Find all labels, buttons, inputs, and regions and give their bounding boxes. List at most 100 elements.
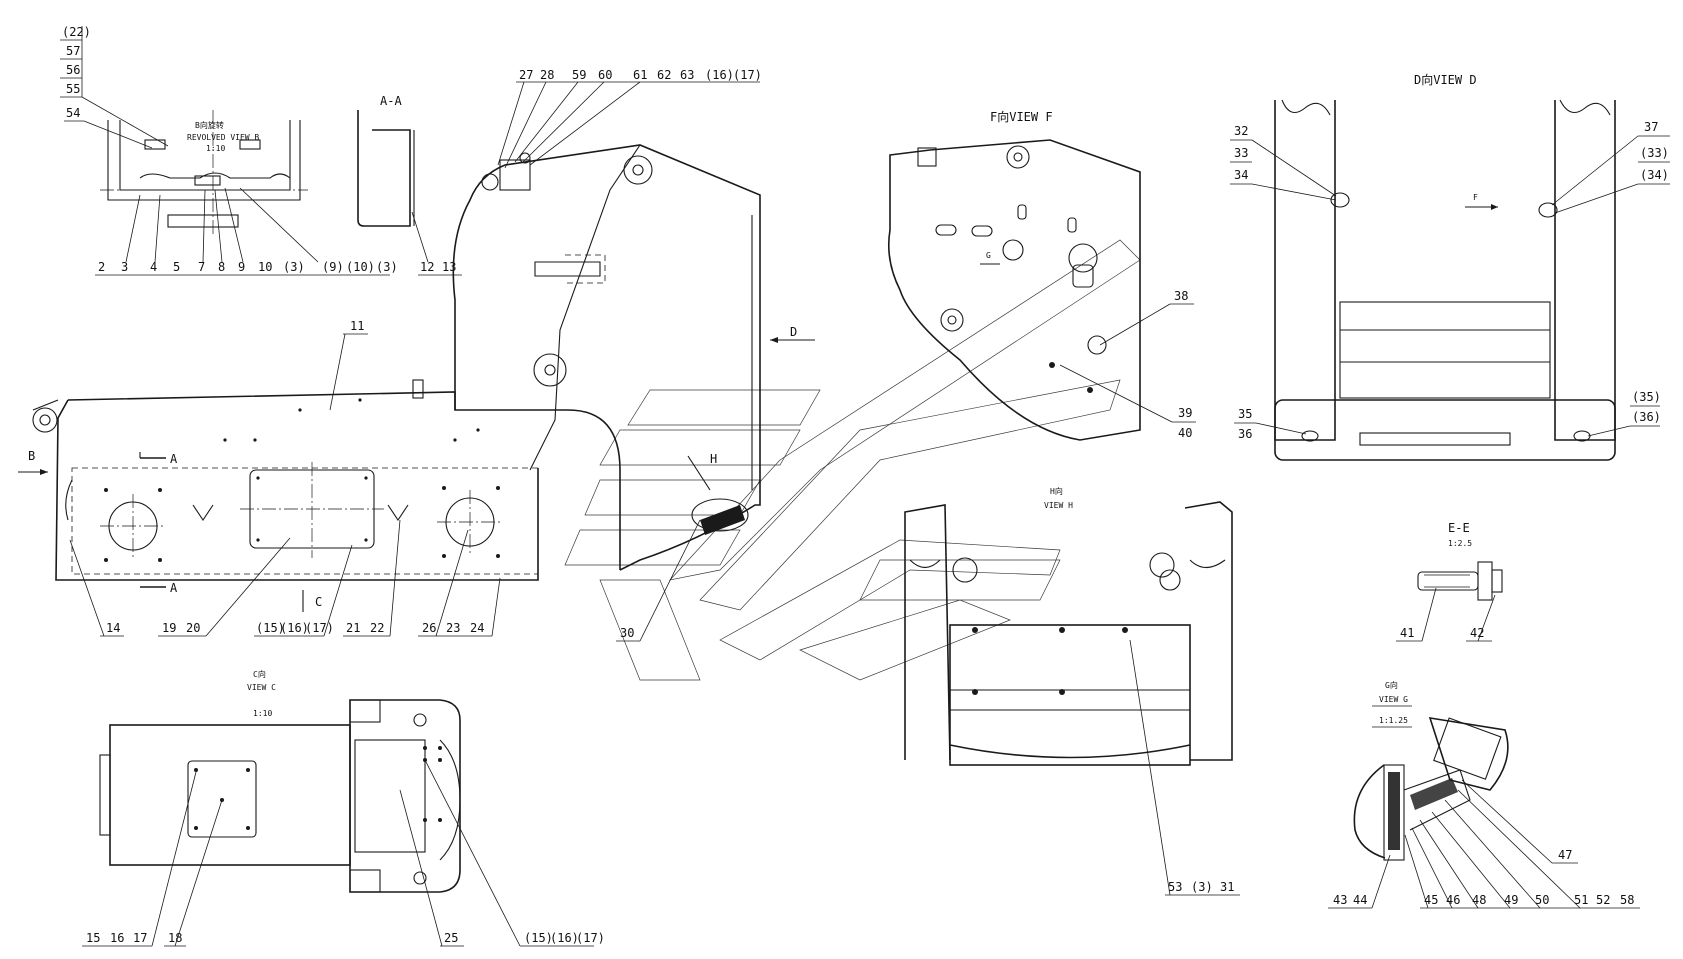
lifting-eye (32, 407, 58, 433)
callout-30: 30 (620, 626, 634, 640)
ee-flange (1477, 561, 1493, 601)
callout-36: 36 (1238, 427, 1252, 441)
callout-7: 7 (198, 260, 205, 274)
section-aa-title: A-A (380, 94, 402, 108)
view-d-left-post (1274, 100, 1336, 441)
callout-3p: (3) (376, 260, 398, 274)
view-d: D向VIEW D F 32 33 34 37 (33) (34) (1230, 72, 1670, 461)
view-h-right-post (1184, 501, 1233, 761)
callout-48: 48 (1472, 893, 1486, 907)
view-arrow-b-label: B (28, 449, 35, 463)
callout-32: 32 (1234, 124, 1248, 138)
callout-54: 54 (66, 106, 80, 120)
bracket-right (387, 504, 409, 521)
view-h-left-post (904, 504, 951, 761)
section-e-e: E-E 1:2.5 41 42 (1396, 521, 1503, 642)
callout-44: 44 (1353, 893, 1367, 907)
callout-16c: (16) (550, 931, 579, 945)
callout-56: 56 (66, 63, 80, 77)
callout-10: 10 (258, 260, 272, 274)
section-ee-title: E-E (1448, 521, 1470, 535)
view-c-access-plate (187, 760, 257, 838)
callout-11-group: 11 (329, 319, 368, 411)
callout-31: 31 (1220, 880, 1234, 894)
callout-45: 45 (1424, 893, 1438, 907)
view-f-title: F向VIEW F (990, 109, 1053, 124)
tall-bracket: D H (452, 144, 815, 571)
callout-11: 11 (350, 319, 364, 333)
callout-3h: (3) (1191, 880, 1213, 894)
view-g-title-cn: G向 (1385, 680, 1398, 690)
background-chevron-watermark (564, 239, 1141, 681)
view-h-title-cn: H向 (1050, 486, 1063, 496)
callout-9: 9 (238, 260, 245, 274)
callout-16: (16) (705, 68, 734, 82)
callout-53: 53 (1168, 880, 1182, 894)
view-c-title-cn: C向 (253, 669, 266, 679)
callout-16p: (16) (280, 621, 309, 635)
view-d-title: D向VIEW D (1414, 72, 1477, 87)
callout-59: 59 (572, 68, 586, 82)
callout-5: 5 (173, 260, 180, 274)
callout-22: (22) (62, 25, 91, 39)
callout-20: 20 (186, 621, 200, 635)
callout-47: 47 (1558, 848, 1572, 862)
view-b-curve (139, 172, 291, 179)
callout-28: 28 (540, 68, 554, 82)
callout-61: 61 (633, 68, 647, 82)
callout-15p: (15) (256, 621, 285, 635)
view-b-scale: 1:10 (206, 144, 225, 153)
callout-19: 19 (162, 621, 176, 635)
callout-55: 55 (66, 82, 80, 96)
callout-58: 58 (1620, 893, 1634, 907)
callout-40: 40 (1178, 426, 1192, 440)
view-c-head (349, 699, 461, 893)
view-c-frame (109, 724, 351, 866)
callout-2: 2 (98, 260, 105, 274)
callout-27: 27 (519, 68, 533, 82)
view-b-inner (119, 120, 291, 191)
view-arrow-g-label: G (986, 251, 991, 260)
callout-52: 52 (1596, 893, 1610, 907)
view-h-title-en: VIEW H (1044, 501, 1073, 510)
callout-51: 51 (1574, 893, 1588, 907)
callout-42: 42 (1470, 626, 1484, 640)
callout-9p: (9) (322, 260, 344, 274)
callout-3b: (3) (283, 260, 305, 274)
view-g: G向 VIEW G 1:1.25 47 43 44 45 46 48 49 50… (1328, 680, 1640, 909)
callout-60: 60 (598, 68, 612, 82)
bracket-hole-mid (533, 353, 567, 387)
view-d-base (1274, 399, 1616, 461)
callouts-top-row: 27 28 59 60 61 62 63 (16) (17) (497, 68, 762, 169)
bracket-hole-top (623, 155, 653, 185)
bracket-left (192, 504, 214, 521)
callout-35p: (35) (1632, 390, 1661, 404)
callout-35: 35 (1238, 407, 1252, 421)
bolt-holes (104, 398, 500, 562)
callout-30-group: 30 (616, 519, 701, 642)
callout-17: (17) (733, 68, 762, 82)
callout-15c: (15) (524, 931, 553, 945)
callout-10p: (10) (346, 260, 375, 274)
view-b-title-cn: B向旋转 (195, 120, 224, 130)
aa-profile (357, 110, 411, 227)
view-c: C向 VIEW C 1:10 15 16 17 18 25 (15) (16) … (82, 669, 605, 947)
callout-36p: (36) (1632, 410, 1661, 424)
callout-34: 34 (1234, 168, 1248, 182)
callout-33: 33 (1234, 146, 1248, 160)
callout-39: 39 (1178, 406, 1192, 420)
callout-8: 8 (218, 260, 225, 274)
callouts-main-bottom: 14 19 20 (15) (16) (17) 21 22 26 23 24 (69, 519, 501, 637)
view-d-right-post (1554, 100, 1616, 441)
callout-37: 37 (1644, 120, 1658, 134)
callout-33p: (33) (1640, 146, 1669, 160)
head-bracket (499, 159, 531, 191)
section-ee-scale: 1:2.5 (1448, 539, 1472, 548)
callout-63: 63 (680, 68, 694, 82)
view-arrow-f-label: F (1473, 193, 1478, 202)
callout-50: 50 (1535, 893, 1549, 907)
view-b-title-en: REVOLVED VIEW B (187, 133, 259, 142)
bracket-outline (452, 144, 761, 571)
main-frame-top (67, 391, 621, 570)
view-c-plate (354, 739, 426, 853)
